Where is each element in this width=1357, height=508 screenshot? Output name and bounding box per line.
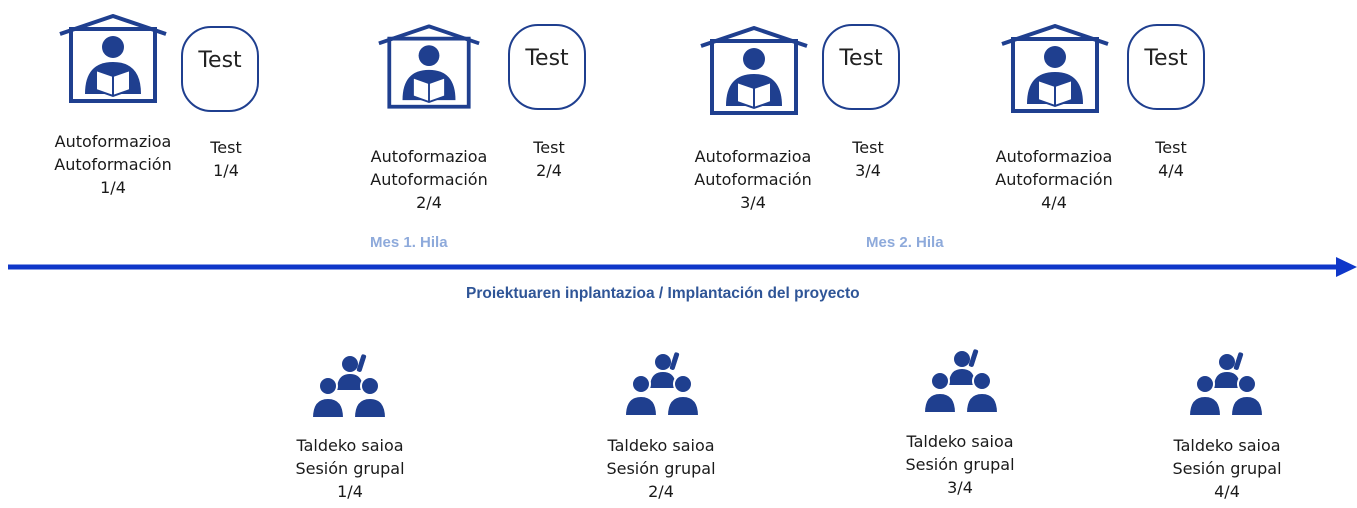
test-box: Test	[181, 26, 259, 112]
group-session-label: Taldeko saioa Sesión grupal 4/4	[1172, 436, 1282, 501]
group-session-label: Taldeko saioa Sesión grupal 3/4	[905, 432, 1015, 497]
house-reader-icon	[699, 26, 809, 116]
timeline-arrow	[8, 257, 1357, 277]
timeline-caption: Proiektuaren inplantazioa / Implantación…	[466, 285, 860, 302]
house-reader-icon	[58, 14, 168, 104]
test-label: Test 4/4	[1155, 138, 1187, 180]
house-reader-icon	[377, 24, 481, 110]
test-box: Test	[508, 24, 586, 110]
selfstudy-label: Autoformazioa Autoformación 2/4	[370, 147, 488, 212]
house-reader-icon	[1000, 24, 1110, 114]
test-box: Test	[1127, 24, 1205, 110]
test-label: Test 1/4	[210, 138, 242, 180]
test-box: Test	[822, 24, 900, 110]
group-session-label: Taldeko saioa Sesión grupal 2/4	[606, 436, 716, 501]
group-session-icon	[1187, 348, 1267, 418]
group-session-icon	[623, 348, 703, 418]
month-label: Mes 2. Hila	[866, 234, 944, 251]
group-session-icon	[310, 350, 390, 420]
selfstudy-label: Autoformazioa Autoformación 4/4	[995, 147, 1113, 212]
selfstudy-label: Autoformazioa Autoformación 1/4	[54, 132, 172, 197]
group-session-icon	[922, 345, 1002, 415]
test-label: Test 3/4	[852, 138, 884, 180]
selfstudy-label: Autoformazioa Autoformación 3/4	[694, 147, 812, 212]
group-session-label: Taldeko saioa Sesión grupal 1/4	[295, 436, 405, 501]
test-label: Test 2/4	[533, 138, 565, 180]
month-label: Mes 1. Hila	[370, 234, 448, 251]
